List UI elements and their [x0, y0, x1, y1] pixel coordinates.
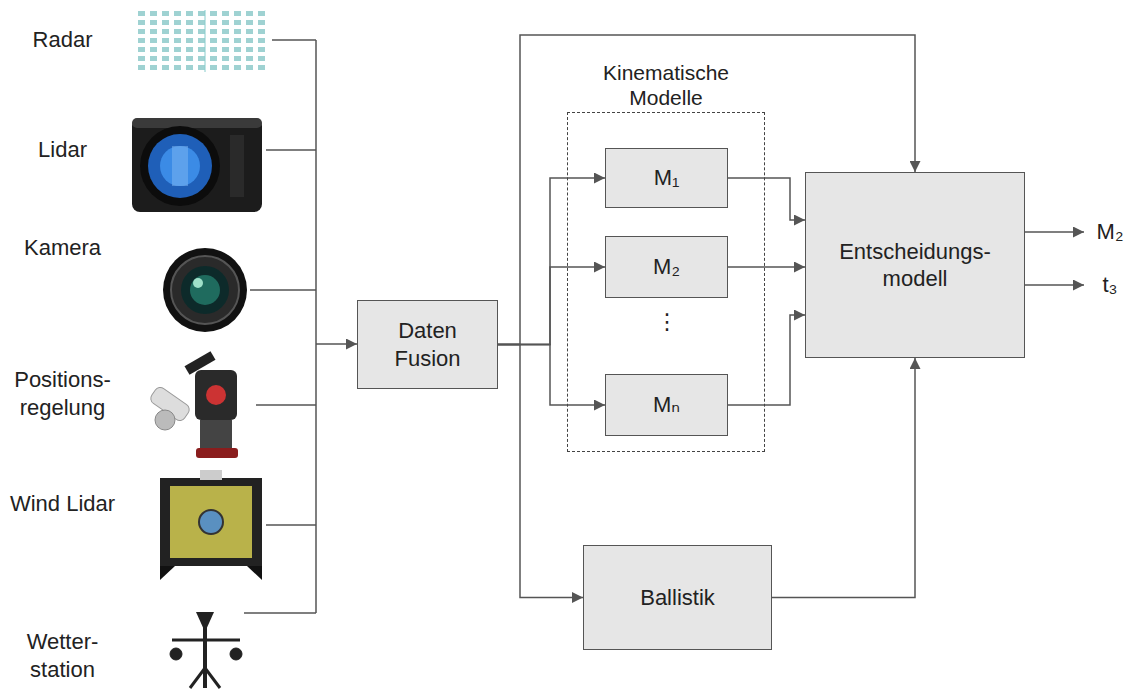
sensor-label: Wetter- station [5, 628, 120, 683]
sensor-label: Wind Lidar [5, 490, 120, 518]
ellipsis-mark: ⋮ [652, 308, 682, 336]
sensor-bus [244, 40, 357, 613]
box-text: Daten Fusion [378, 317, 478, 372]
wind-lidar-icon [160, 470, 262, 580]
output-label: M₂ [1090, 218, 1130, 246]
connector-arrow [728, 266, 805, 268]
connector-arrow [728, 315, 805, 405]
group-heading: Kinematische Modelle [567, 60, 765, 110]
connector-arrow [498, 267, 605, 345]
connector-arrow [498, 345, 605, 406]
sensor-label: Radar [5, 26, 120, 54]
weather-station-icon [170, 612, 242, 688]
process-box: Daten Fusion [357, 300, 498, 389]
box-text: Entscheidungs- modell [830, 238, 1000, 293]
sensor-label: Positions- regelung [5, 366, 120, 421]
mount-icon [148, 351, 238, 458]
output-arrows [1025, 232, 1084, 285]
box-text: Mₙ [653, 391, 680, 419]
connector-arrow [498, 345, 583, 598]
camera-lens-icon [163, 248, 247, 332]
model-box: Mₙ [605, 374, 728, 436]
lidar-icon [132, 118, 262, 212]
connector-arrow [728, 178, 805, 220]
decision-box: Entscheidungs- modell [805, 172, 1025, 358]
ballistics-box: Ballistik [583, 545, 772, 650]
box-text: M₂ [653, 253, 680, 281]
model-box: M₁ [605, 148, 728, 208]
box-text: M₁ [654, 164, 680, 192]
sensor-label: Lidar [5, 136, 120, 164]
connector-arrow [498, 178, 605, 345]
output-label: t₃ [1090, 271, 1130, 299]
model-box: M₂ [605, 236, 728, 298]
model-group: Kinematische ModelleM₁ M₂ Mₙ [567, 60, 765, 452]
connector-arrow [772, 358, 915, 598]
sensor-label: Kamera [5, 234, 120, 262]
box-text: Ballistik [640, 584, 715, 612]
radar-icon [137, 10, 270, 72]
